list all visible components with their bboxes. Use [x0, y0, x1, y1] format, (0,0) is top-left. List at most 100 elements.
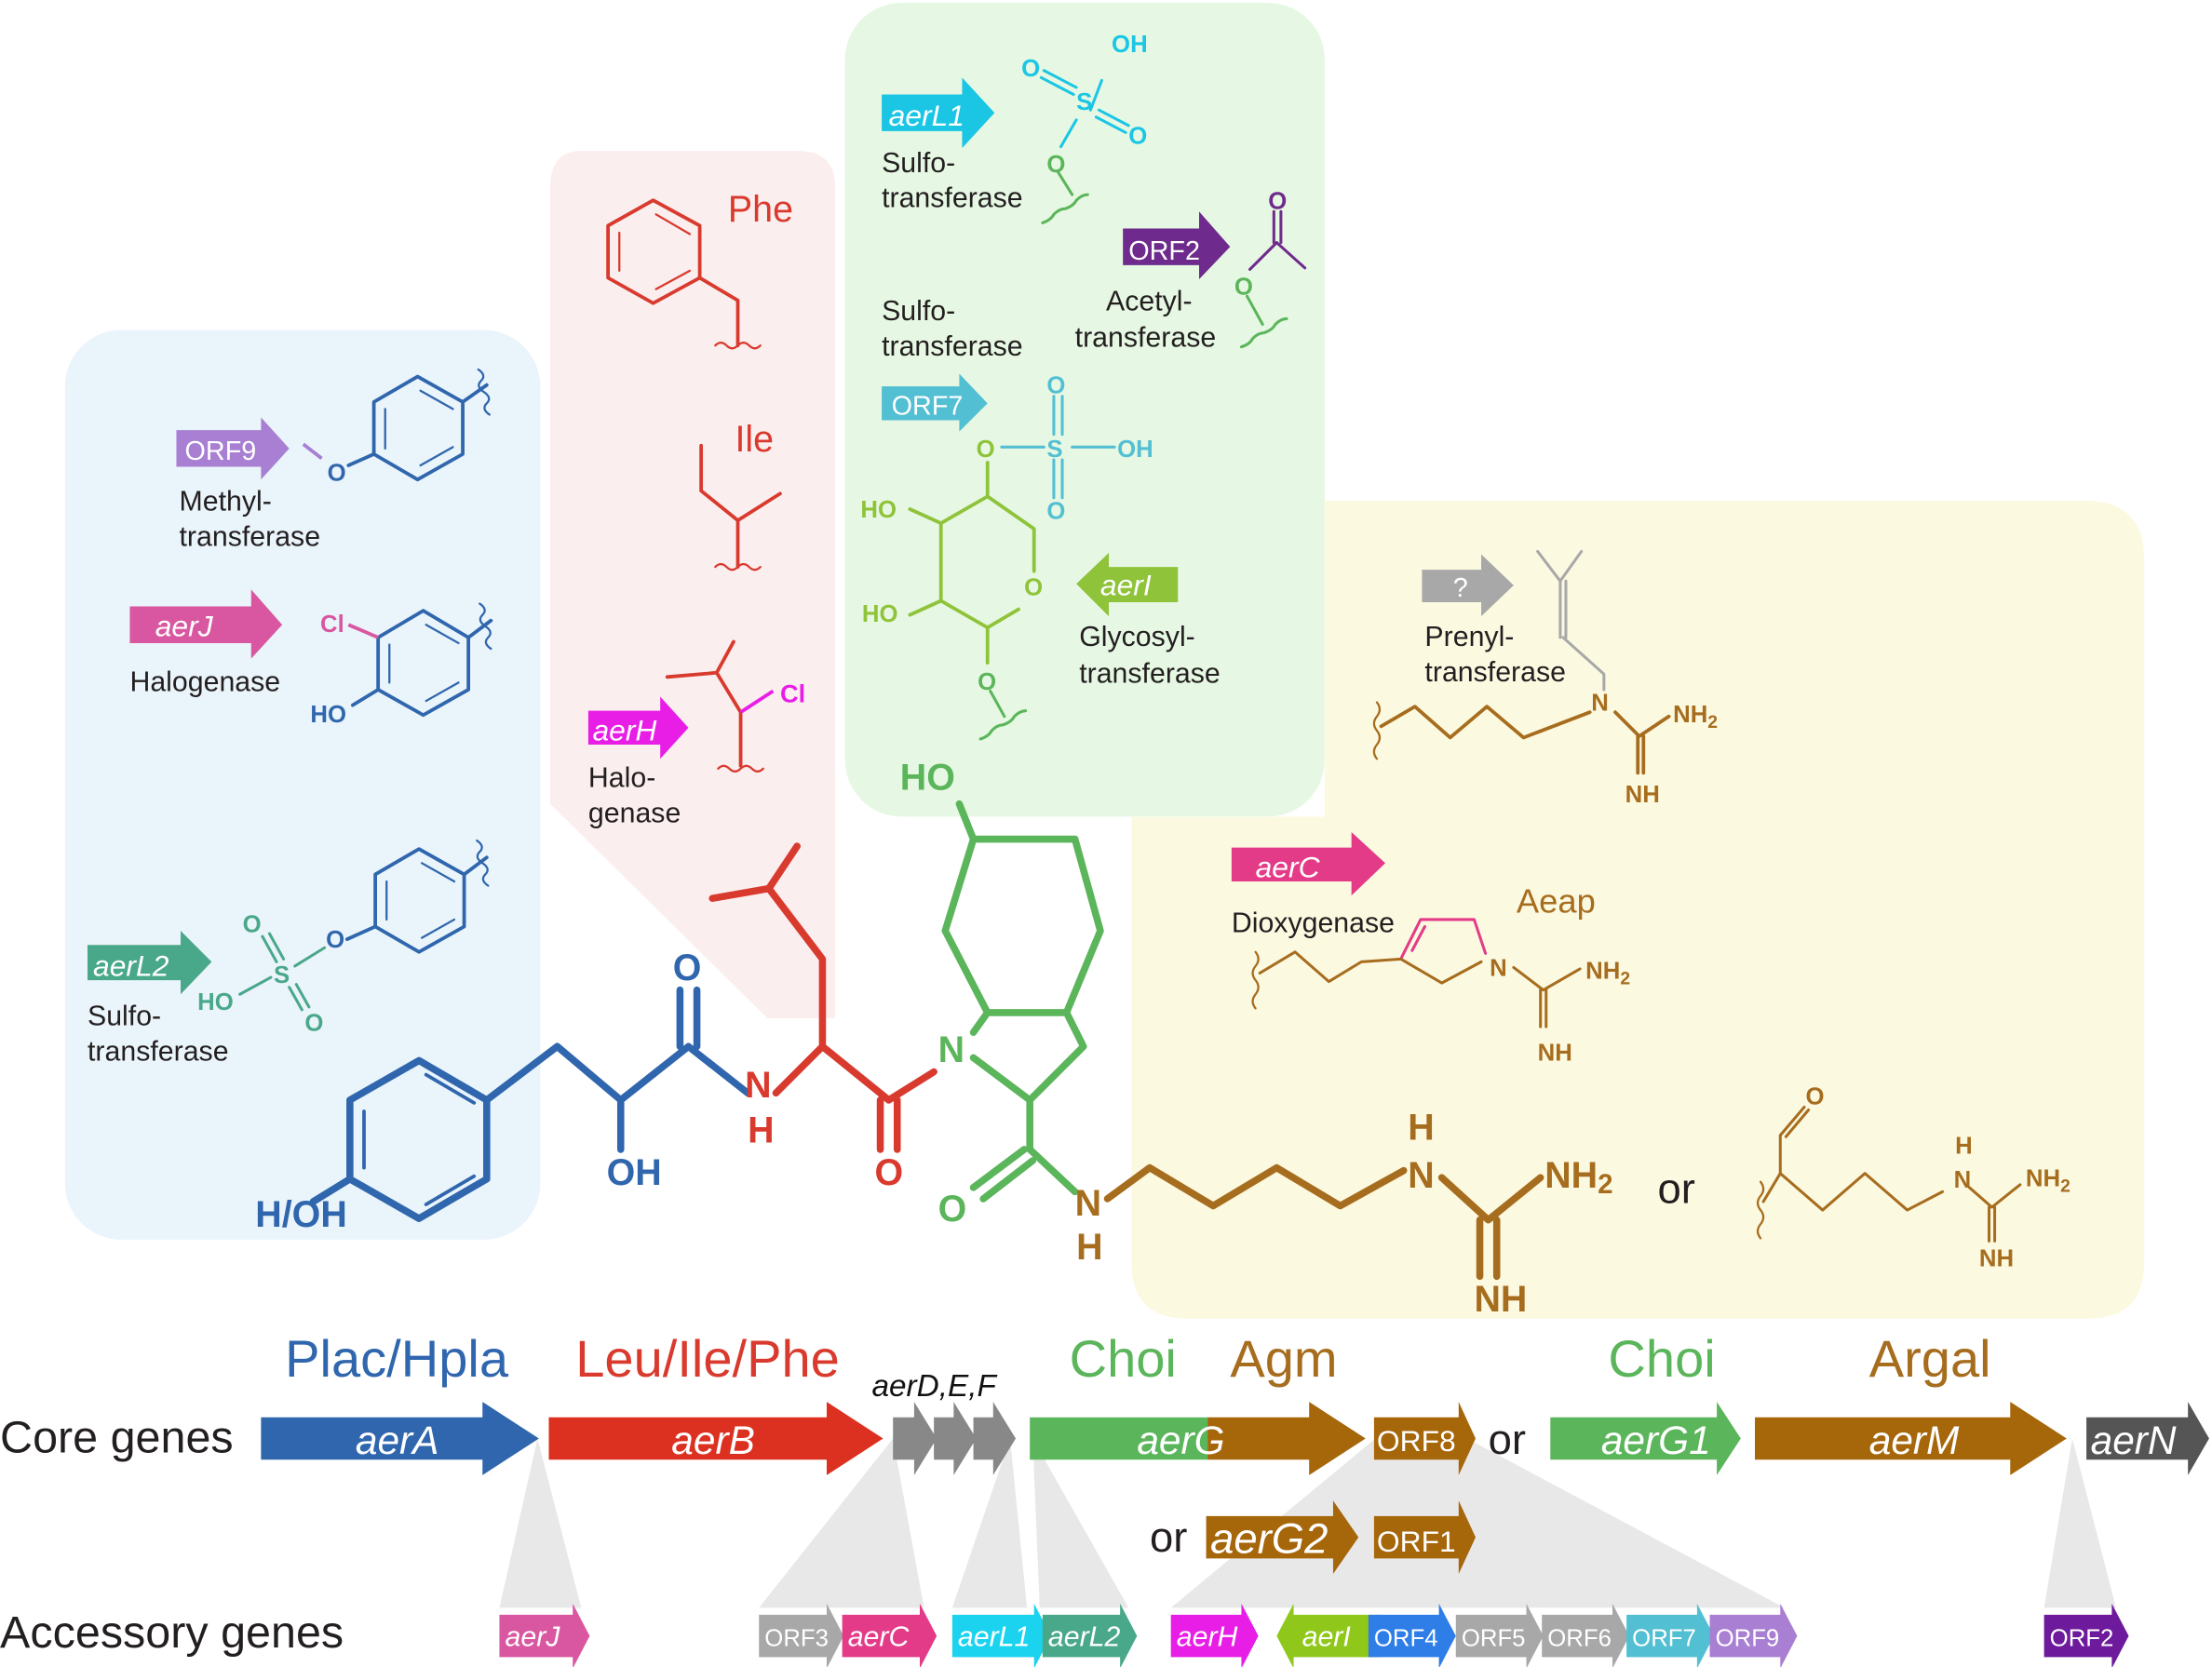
- atom-ho: HO: [860, 497, 897, 523]
- cl-bond: [347, 623, 379, 639]
- atom-nh: NH: [1979, 1246, 2014, 1272]
- atom-h: H: [1955, 1133, 1973, 1159]
- accessory-gene-ORF7[interactable]: ORF7: [1626, 1603, 1715, 1667]
- gene-label: aerN: [2091, 1418, 2177, 1462]
- prenyl-label-1: Prenyl-: [1424, 622, 1514, 652]
- atom-n: N: [1591, 691, 1609, 717]
- wedge-orf3-aerC: [759, 1438, 924, 1608]
- accessory-gene-ORF9[interactable]: ORF9: [1709, 1603, 1798, 1667]
- aeap-double-bond: [1399, 918, 1488, 961]
- atom-nh: NH: [1625, 782, 1660, 808]
- atom-n1: N: [745, 1065, 771, 1106]
- atom-o: O: [328, 461, 346, 487]
- gene-aerA[interactable]: aerA: [261, 1402, 539, 1475]
- ile-sidechain: [699, 443, 782, 571]
- sulfo-label-1: Sulfo-: [88, 1002, 161, 1032]
- atom-h1: H: [748, 1109, 774, 1150]
- gene-arrow: [1709, 1603, 1798, 1667]
- gene-aerN[interactable]: aerN: [2086, 1402, 2209, 1475]
- glyco-label-2: transferase: [1079, 658, 1221, 689]
- prenyl-agm: [1372, 701, 1671, 775]
- gene-label: ORF6: [1547, 1625, 1612, 1651]
- gene-arrow-orf7-green: ORF7: [882, 373, 988, 432]
- accessory-gene-ORF3[interactable]: ORF3: [759, 1603, 844, 1667]
- gene-arrow: [951, 1603, 1051, 1667]
- gene-orf8[interactable]: ORF8: [1373, 1402, 1476, 1475]
- accessory-gene-ORF6[interactable]: ORF6: [1542, 1603, 1630, 1667]
- gene-arrow: [1626, 1603, 1715, 1667]
- accessory-gene-aerH[interactable]: aerH: [1170, 1603, 1259, 1667]
- acetyl-group: [1248, 209, 1307, 271]
- atom-o: O: [1234, 275, 1253, 301]
- atom-s: S: [1076, 89, 1092, 115]
- gene-label: ORF4: [1374, 1625, 1438, 1651]
- atom-ho: HO: [900, 758, 955, 799]
- gene-aerG2[interactable]: aerG2: [1206, 1500, 1359, 1574]
- gene-aerD[interactable]: [893, 1402, 937, 1475]
- chloro-ile-sidechain: [665, 639, 764, 773]
- accessory-gene-aerC[interactable]: aerC: [842, 1603, 937, 1667]
- accessory-gene-ORF2[interactable]: ORF2: [2043, 1603, 2129, 1667]
- gene-aerB[interactable]: aerB: [548, 1402, 883, 1475]
- methyl-label-1: Methyl-: [179, 487, 271, 518]
- gene-aerE[interactable]: [934, 1402, 977, 1475]
- gene-label: aerI: [1302, 1621, 1352, 1652]
- gene-label: aerL2: [1048, 1621, 1121, 1652]
- region-plac-hpla: [64, 329, 541, 1240]
- atom-o: O: [977, 437, 995, 463]
- module-label: Argal: [1869, 1329, 1991, 1388]
- atom-o: O: [1046, 499, 1065, 525]
- gene-aerF[interactable]: [973, 1402, 1017, 1475]
- atom-oh: OH: [607, 1152, 662, 1193]
- accessory-gene-aerL2[interactable]: aerL2: [1042, 1603, 1138, 1667]
- gene-label: ORF9: [1716, 1625, 1780, 1651]
- gene-label: aerG2: [1210, 1514, 1328, 1562]
- gene-arrow-aerH-red: aerH: [587, 696, 689, 760]
- gene-arrow: [1542, 1603, 1630, 1667]
- choi-residue: [941, 800, 1104, 1203]
- accessory-gene-ORF5[interactable]: ORF5: [1455, 1603, 1544, 1667]
- wedge-aerL1: [951, 1438, 1028, 1608]
- methoxyphenyl: [346, 368, 491, 482]
- gene-aerM[interactable]: aerM: [1755, 1402, 2067, 1475]
- gene-arrow: [2043, 1603, 2129, 1667]
- gene-cluster: Plac/Hpla Leu/Ile/Phe aerD,E,F Choi Agm …: [0, 1329, 2209, 1667]
- sulfate-2: [1000, 395, 1116, 500]
- sulfate-1: [1039, 69, 1130, 149]
- prenyl-group: [1536, 549, 1606, 692]
- gene-aerG1[interactable]: aerG1: [1550, 1402, 1741, 1475]
- gene-arrow: [1170, 1603, 1259, 1667]
- gene-arrow: [1368, 1603, 1456, 1667]
- accessory-gene-aerL1[interactable]: aerL1: [951, 1603, 1051, 1667]
- aeap-chain: [1251, 950, 1582, 1028]
- or-label-argal: or: [1657, 1164, 1694, 1212]
- accessory-gene-ORF4[interactable]: ORF4: [1368, 1603, 1456, 1667]
- or-label: or: [1150, 1513, 1187, 1561]
- atom-o: O: [1268, 188, 1287, 214]
- halo-label-2: genase: [588, 798, 681, 828]
- halo-label-1: Halo-: [588, 762, 655, 793]
- row-label-core: Core genes: [0, 1413, 234, 1463]
- accessory-gene-aerI[interactable]: aerI: [1276, 1603, 1382, 1667]
- atom-o: O: [1021, 56, 1040, 82]
- methyl-label-2: transferase: [179, 521, 320, 552]
- linker-1: [1041, 170, 1089, 224]
- sugar-ring: [908, 461, 1036, 665]
- atom-oh: OH: [1112, 32, 1148, 58]
- gene-aerG[interactable]: aerG: [1030, 1402, 1366, 1475]
- atom-o: O: [326, 927, 344, 953]
- gene-orf1[interactable]: ORF1: [1373, 1500, 1476, 1574]
- atom-n2: N: [938, 1029, 964, 1070]
- blue-variants: ORF9 Methyl- transferase O aerJ Halogena…: [88, 368, 493, 1067]
- sulfo2-label-2: transferase: [882, 331, 1023, 362]
- agm-residue: [1103, 1163, 1544, 1281]
- atom-o1: O: [673, 948, 702, 988]
- core-structure: H/OH OH O N H O N HO O: [255, 758, 1612, 1321]
- linker-2: [1239, 294, 1288, 349]
- atom-h-oh: H/OH: [255, 1194, 346, 1235]
- atom-oh: OH: [1117, 437, 1153, 463]
- aeap-label: Aeap: [1517, 881, 1596, 920]
- module-label: Choi: [1608, 1329, 1715, 1388]
- accessory-gene-aerJ[interactable]: aerJ: [499, 1603, 590, 1667]
- glyco-label-1: Glycosyl-: [1079, 622, 1195, 652]
